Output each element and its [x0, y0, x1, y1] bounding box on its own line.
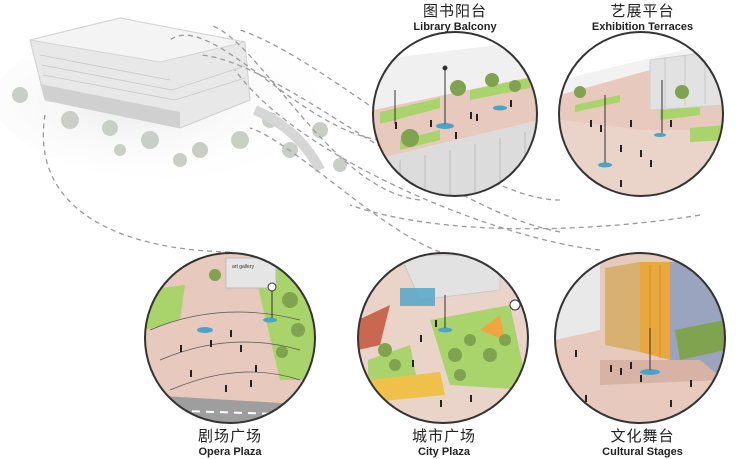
cultural-stages-label: 文化舞台 Cultural Stages — [580, 427, 705, 459]
art-gallery-sign: art gallery — [232, 264, 254, 270]
cultural-stages-name-zh: 文化舞台 — [610, 427, 675, 445]
aerial-building-overview — [0, 17, 347, 178]
cultural-stages-vignette — [554, 252, 726, 424]
city-plaza-name-zh: 城市广场 — [411, 427, 476, 445]
exhibition-terraces-name-en: Exhibition Terraces — [591, 21, 694, 33]
cultural-stages-name-en: Cultural Stages — [602, 446, 683, 458]
city-plaza-label: 城市广场 City Plaza — [384, 427, 504, 459]
library-balcony-label: 图书阳台 Library Balcony — [395, 2, 515, 34]
opera-plaza-name-en: Opera Plaza — [198, 446, 262, 458]
opera-plaza-name-zh: 剧场广场 — [197, 427, 262, 445]
city-plaza-vignette — [357, 252, 529, 424]
opera-plaza-label: 剧场广场 Opera Plaza — [170, 427, 290, 459]
library-balcony-name-en: Library Balcony — [413, 21, 497, 33]
exhibition-terraces-name-zh: 艺展平台 — [610, 2, 675, 20]
city-plaza-name-en: City Plaza — [418, 446, 470, 458]
connection-paths — [42, 24, 701, 253]
opera-plaza-vignette: art gallery — [144, 252, 316, 424]
library-balcony-vignette — [372, 31, 538, 197]
exhibition-terraces-vignette — [558, 31, 724, 197]
library-balcony-name-zh: 图书阳台 — [422, 2, 487, 20]
exhibition-terraces-label: 艺展平台 Exhibition Terraces — [575, 2, 710, 34]
